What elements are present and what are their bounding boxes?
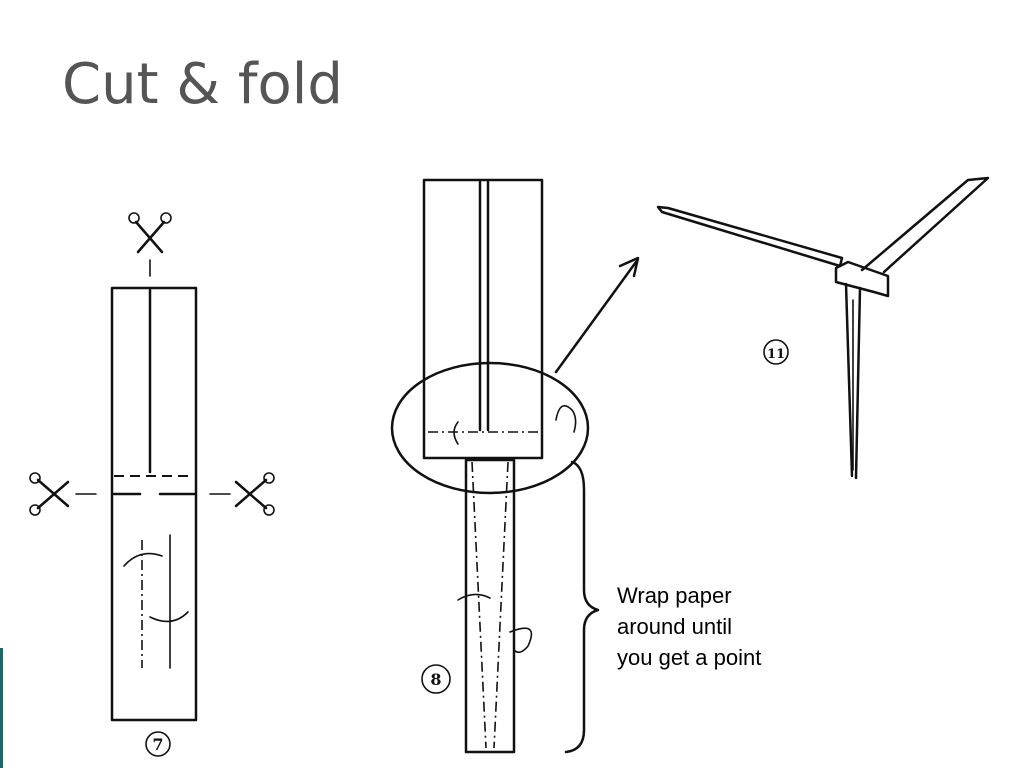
step-8-figure: 8 (390, 178, 640, 754)
bend-mark-8 (555, 404, 577, 433)
step-11-badge (763, 339, 789, 365)
caption-line-3: you get a point (617, 645, 762, 670)
hub-block (834, 260, 890, 298)
wrap-arrow-left (457, 593, 491, 601)
arrow-head (618, 256, 640, 278)
caption-line-2: around until (617, 614, 732, 639)
upper-paper-8 (422, 178, 544, 460)
right-blade (860, 176, 990, 274)
paper-strip-7 (110, 286, 198, 722)
lower-strip-8 (464, 458, 516, 754)
accent-bar (0, 648, 3, 768)
wrap-brace (564, 460, 600, 754)
caption-line-1: Wrap paper (617, 583, 732, 608)
step-11-figure: 11 (656, 176, 990, 480)
left-blade (656, 205, 844, 268)
fold-arrow-8 (453, 421, 459, 445)
arrow-pointer (554, 260, 638, 374)
wrap-guide-right (493, 461, 509, 749)
fold-arrow-top (123, 552, 163, 567)
scissors-icon-left (29, 472, 70, 516)
step-7-label: 7 (152, 735, 163, 754)
wrap-arrow-right (509, 627, 533, 654)
step-7-badge (145, 731, 171, 757)
step-7-figure: 7 (29, 212, 275, 757)
highlight-ellipse (390, 361, 590, 495)
slide-title: Cut & fold (62, 52, 343, 117)
shaft-right (854, 286, 862, 480)
step-8-label: 8 (430, 670, 441, 689)
step-8-badge (421, 664, 451, 694)
step-11-label: 11 (767, 347, 785, 362)
fold-arrow-bottom (149, 611, 189, 623)
wrap-caption: Wrap paper around until you get a point (617, 580, 761, 673)
scissors-icon-top (128, 212, 172, 254)
wrap-guide-left (471, 461, 487, 749)
scissors-icon-right (234, 472, 275, 516)
shaft-left (844, 282, 854, 478)
